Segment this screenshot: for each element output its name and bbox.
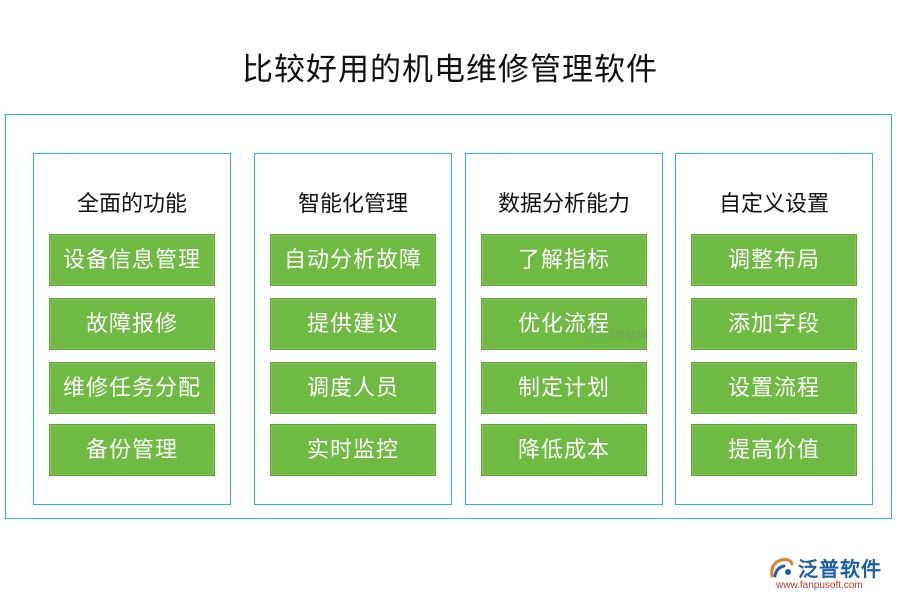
feature-box: 故障报修 xyxy=(49,298,215,350)
feature-box: 制定计划 xyxy=(481,362,647,414)
column-heading: 智能化管理 xyxy=(297,192,408,217)
feature-box: 提供建议 xyxy=(270,298,436,350)
feature-box: 降低成本 xyxy=(481,424,647,476)
diagram-title: 比较好用的机电维修管理软件 xyxy=(242,52,658,88)
feature-box: 提高价值 xyxy=(691,424,857,476)
brand-name: 泛普软件 xyxy=(798,557,882,581)
column-heading: 全面的功能 xyxy=(76,192,187,217)
watermark-logo-icon xyxy=(588,328,602,342)
feature-box: 优化流程 xyxy=(481,298,647,350)
feature-box: 设备信息管理 xyxy=(49,234,215,286)
feature-box: 维修任务分配 xyxy=(49,362,215,414)
brand-logo-icon xyxy=(770,557,794,577)
column-data-analysis: 数据分析能力 了解指标 优化流程 制定计划 降低成本 xyxy=(465,153,663,505)
watermark: 泛普软件 xyxy=(588,327,648,343)
feature-box: 实时监控 xyxy=(270,424,436,476)
brand-logo: 泛普软件 xyxy=(768,553,882,582)
column-heading: 数据分析能力 xyxy=(497,192,630,217)
column-intelligent-management: 智能化管理 自动分析故障 提供建议 调度人员 实时监控 xyxy=(254,153,452,505)
feature-box: 调度人员 xyxy=(270,362,436,414)
feature-box: 调整布局 xyxy=(691,234,857,286)
column-comprehensive-functions: 全面的功能 设备信息管理 故障报修 维修任务分配 备份管理 xyxy=(33,153,231,505)
column-custom-settings: 自定义设置 调整布局 添加字段 设置流程 提高价值 xyxy=(675,153,873,505)
feature-box: 设置流程 xyxy=(691,362,857,414)
outer-frame xyxy=(5,114,892,519)
brand-url: www.fanpusoft.com xyxy=(776,580,863,591)
column-heading: 自定义设置 xyxy=(718,192,829,217)
feature-box: 了解指标 xyxy=(481,234,647,286)
watermark-text: 泛普软件 xyxy=(604,329,648,342)
feature-box: 添加字段 xyxy=(691,298,857,350)
feature-box: 自动分析故障 xyxy=(270,234,436,286)
feature-box: 备份管理 xyxy=(49,424,215,476)
